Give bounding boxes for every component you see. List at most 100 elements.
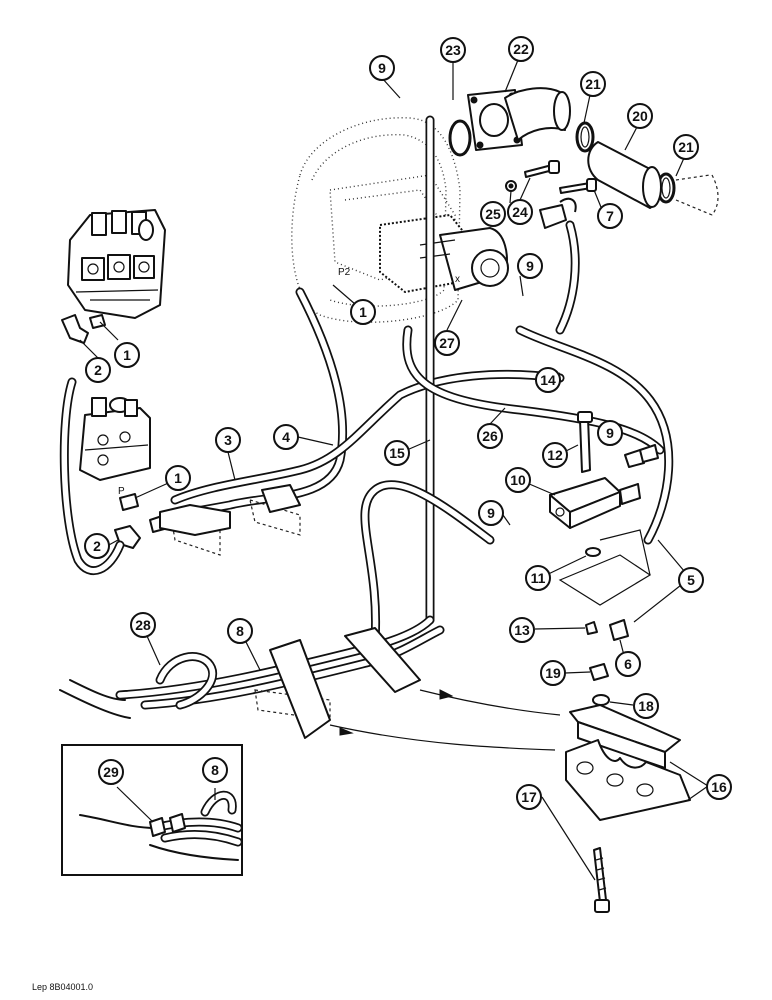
svg-text:21: 21 — [678, 139, 694, 155]
clamp-bolt — [593, 847, 610, 913]
svg-text:4: 4 — [282, 429, 290, 445]
callout-20: 20 — [627, 103, 653, 129]
svg-text:15: 15 — [389, 445, 405, 461]
svg-text:16: 16 — [711, 779, 727, 795]
svg-text:1: 1 — [123, 347, 131, 363]
svg-text:13: 13 — [514, 622, 530, 638]
svg-text:12: 12 — [547, 447, 563, 463]
svg-text:23: 23 — [445, 42, 461, 58]
callout-12: 12 — [542, 442, 568, 468]
callout-8: 8 — [227, 618, 253, 644]
port-label-p2: P2 — [338, 267, 351, 278]
bracket-fittings — [585, 444, 659, 641]
callout-9-hose: 9 — [478, 500, 504, 526]
tee-connector-block — [549, 477, 641, 529]
svg-text:24: 24 — [512, 204, 528, 220]
block-bolt-washer — [577, 411, 601, 557]
svg-text:8: 8 — [211, 762, 219, 778]
inset-detail — [61, 744, 243, 876]
callout-25: 25 — [480, 201, 506, 227]
callout-28: 28 — [130, 612, 156, 638]
svg-text:19: 19 — [545, 665, 561, 681]
svg-text:14: 14 — [540, 372, 556, 388]
callout-17: 17 — [516, 784, 542, 810]
suction-pipe-end — [675, 174, 719, 216]
callout-2-pilot: 2 — [84, 533, 110, 559]
svg-text:22: 22 — [513, 41, 529, 57]
svg-text:9: 9 — [378, 60, 386, 76]
pump-outlet-elbow — [539, 197, 577, 229]
control-valve — [67, 209, 166, 319]
callout-6: 6 — [615, 651, 641, 677]
callout-27: 27 — [434, 330, 460, 356]
svg-text:1: 1 — [359, 304, 367, 320]
callout-2-valve: 2 — [85, 357, 111, 383]
svg-text:28: 28 — [135, 617, 151, 633]
callout-18: 18 — [633, 693, 659, 719]
port-label-p: P — [118, 486, 125, 497]
svg-text:20: 20 — [632, 108, 648, 124]
hose-clamp-set — [565, 704, 691, 821]
svg-text:26: 26 — [482, 428, 498, 444]
svg-text:18: 18 — [638, 698, 654, 714]
hose-clamps — [575, 121, 676, 204]
svg-text:9: 9 — [606, 425, 614, 441]
callout-9-block: 9 — [597, 420, 623, 446]
flange-bolts — [505, 160, 597, 194]
callout-10: 10 — [505, 467, 531, 493]
svg-text:6: 6 — [624, 656, 632, 672]
pilot-valve-block — [79, 397, 151, 481]
svg-text:9: 9 — [487, 505, 495, 521]
callout-11: 11 — [525, 565, 551, 591]
svg-text:29: 29 — [103, 764, 119, 780]
clamp-routing-arrows — [329, 689, 561, 751]
svg-text:8: 8 — [236, 623, 244, 639]
callout-1-pump: 1 — [350, 299, 376, 325]
svg-text:9: 9 — [526, 258, 534, 274]
engine-flywheel-housing — [291, 117, 461, 323]
svg-text:27: 27 — [439, 335, 455, 351]
callout-21-right: 21 — [673, 134, 699, 160]
callout-4: 4 — [273, 424, 299, 450]
svg-text:2: 2 — [94, 362, 102, 378]
callout-26: 26 — [477, 423, 503, 449]
callout-22: 22 — [508, 36, 534, 62]
callout-23: 23 — [440, 37, 466, 63]
svg-text:3: 3 — [224, 432, 232, 448]
svg-text:2: 2 — [93, 538, 101, 554]
callout-5: 5 — [678, 567, 704, 593]
valve-port-fittings — [61, 314, 106, 344]
callout-3: 3 — [215, 427, 241, 453]
callout-29: 29 — [98, 759, 124, 785]
hydraulic-pump — [379, 214, 509, 293]
callout-14: 14 — [535, 367, 561, 393]
svg-text:10: 10 — [510, 472, 526, 488]
callout-21-left: 21 — [580, 71, 606, 97]
callout-9-pump: 9 — [517, 253, 543, 279]
svg-text:5: 5 — [687, 572, 695, 588]
callout-13: 13 — [509, 617, 535, 643]
callout-19: 19 — [540, 660, 566, 686]
callout-1-pilot: 1 — [165, 465, 191, 491]
reference-code: Lep 8B04001.0 — [32, 982, 93, 992]
hose-bracket-lower — [269, 627, 421, 739]
svg-text:21: 21 — [585, 76, 601, 92]
callout-1-valve: 1 — [114, 342, 140, 368]
svg-text:17: 17 — [521, 789, 537, 805]
callout-7: 7 — [597, 203, 623, 229]
callout-8-inset: 8 — [202, 757, 228, 783]
o-ring — [448, 119, 472, 157]
mounting-bracket — [558, 529, 652, 606]
callout-15: 15 — [384, 440, 410, 466]
hose-bundle — [59, 115, 674, 710]
suction-elbow — [504, 87, 571, 141]
suction-hose-section — [587, 141, 662, 209]
svg-text:25: 25 — [485, 206, 501, 222]
hose-bracket-upper — [159, 484, 301, 536]
callout-16: 16 — [706, 774, 732, 800]
callout-24: 24 — [507, 199, 533, 225]
port-label-x: x — [455, 274, 460, 285]
callout-9-top: 9 — [369, 55, 395, 81]
svg-text:11: 11 — [531, 570, 546, 586]
